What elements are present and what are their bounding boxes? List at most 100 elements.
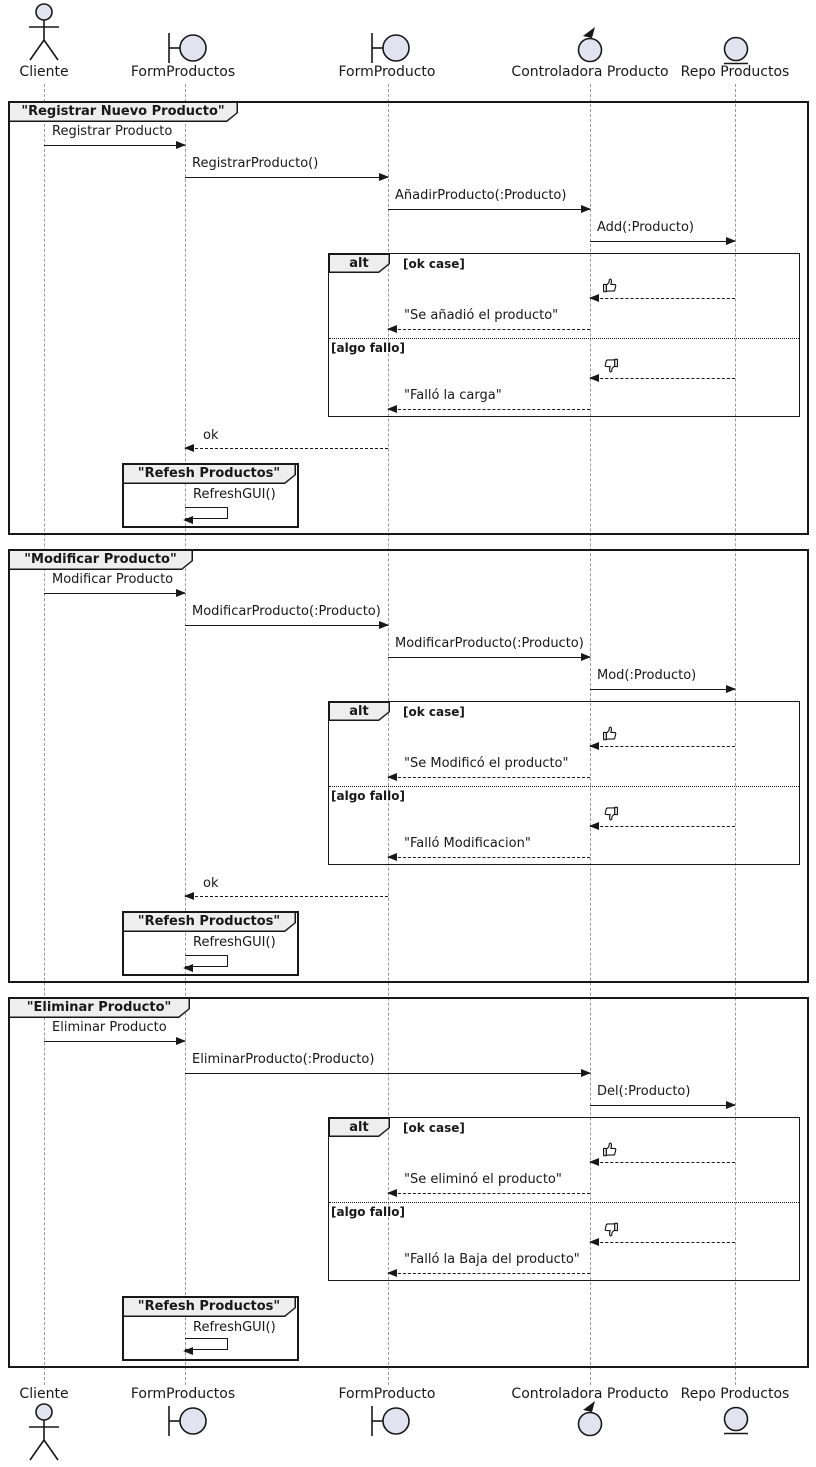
alt-divider xyxy=(329,786,799,787)
message-arrow xyxy=(44,589,186,597)
boundary-icon xyxy=(166,1404,208,1438)
group-frame-modificar-title: "Modificar Producto" xyxy=(10,551,192,569)
return-arrow xyxy=(387,405,590,413)
thumbs-down-icon xyxy=(602,1221,619,1238)
participant-label-cliente: Cliente xyxy=(19,64,69,80)
message-label: Add(:Producto) xyxy=(597,220,695,235)
message-label: Del(:Producto) xyxy=(597,1084,691,1099)
alt-guard-fail: [algo fallo] xyxy=(331,1205,405,1219)
group-frame-registrar-tab: "Registrar Nuevo Producto" xyxy=(8,101,238,122)
self-message-arrow xyxy=(183,955,228,972)
return-arrow xyxy=(589,1238,735,1246)
group-frame-registrar-title: "Registrar Nuevo Producto" xyxy=(10,103,237,121)
group-frame-eliminar-title: "Eliminar Producto" xyxy=(10,999,189,1017)
self-message-arrow xyxy=(183,1338,228,1355)
participant-label-formproducto: FormProducto xyxy=(338,1386,436,1402)
participant-label-formproductos: FormProductos xyxy=(130,64,236,80)
alt-guard-fail: [algo fallo] xyxy=(331,341,405,355)
group-frame-refresh-title: "Refesh Productos" xyxy=(124,1298,295,1316)
message-label: EliminarProducto(:Producto) xyxy=(192,1052,375,1067)
return-arrow xyxy=(184,444,388,452)
return-label: "Falló la Baja del producto" xyxy=(404,1252,580,1267)
alt-divider xyxy=(329,1202,799,1203)
self-message-label: RefreshGUI() xyxy=(193,935,276,950)
group-frame-eliminar-tab: "Eliminar Producto" xyxy=(8,997,190,1018)
return-arrow xyxy=(589,374,735,382)
return-arrow xyxy=(387,1269,590,1277)
alt-divider xyxy=(329,338,799,339)
control-icon xyxy=(574,1400,606,1438)
return-label: "Se Modificó el producto" xyxy=(404,756,569,771)
lifeline-controladora xyxy=(590,84,591,1385)
actor-icon xyxy=(22,2,66,64)
alt-guard-fail: [algo fallo] xyxy=(331,789,405,803)
return-arrow xyxy=(589,822,735,830)
alt-operator: alt xyxy=(330,703,389,720)
return-arrow xyxy=(387,1189,590,1197)
group-frame-refresh-tab: "Refesh Productos" xyxy=(122,911,296,932)
return-arrow xyxy=(589,1158,735,1166)
return-label: ok xyxy=(203,428,219,443)
message-arrow xyxy=(44,141,186,149)
participant-label-controladora: Controladora Producto xyxy=(511,1386,669,1402)
message-arrow xyxy=(44,1037,186,1045)
group-frame-refresh-tab: "Refesh Productos" xyxy=(122,1296,296,1317)
message-arrow xyxy=(388,205,591,213)
message-label: RegistrarProducto() xyxy=(192,156,319,171)
message-arrow xyxy=(185,1069,591,1077)
self-message-label: RefreshGUI() xyxy=(193,1320,276,1335)
entity-icon xyxy=(721,36,751,66)
message-arrow xyxy=(185,173,389,181)
boundary-icon xyxy=(369,1404,411,1438)
message-label: ModificarProducto(:Producto) xyxy=(395,636,584,651)
lifeline-formproductos xyxy=(185,84,186,1385)
alt-guard-ok: [ok case] xyxy=(403,1121,465,1135)
return-arrow xyxy=(387,325,590,333)
control-icon xyxy=(574,26,606,64)
actor-icon xyxy=(22,1402,66,1464)
group-frame-eliminar xyxy=(8,997,809,1368)
return-arrow xyxy=(589,742,735,750)
self-message-label: RefreshGUI() xyxy=(193,487,276,502)
group-frame-refresh-title: "Refesh Productos" xyxy=(124,465,295,483)
return-label: "Falló la carga" xyxy=(404,388,502,403)
message-label: Mod(:Producto) xyxy=(597,668,697,683)
thumbs-up-icon xyxy=(602,725,619,742)
participant-label-controladora: Controladora Producto xyxy=(511,64,669,80)
message-label: Registrar Producto xyxy=(52,124,173,139)
thumbs-down-icon xyxy=(602,805,619,822)
participant-label-cliente: Cliente xyxy=(19,1386,69,1402)
thumbs-up-icon xyxy=(602,1141,619,1158)
alt-operator-tab: alt xyxy=(328,1117,390,1137)
participant-label-repo: Repo Productos xyxy=(680,64,790,80)
return-label: "Se eliminó el producto" xyxy=(404,1172,562,1187)
alt-fragment xyxy=(328,1117,800,1281)
return-arrow xyxy=(589,294,735,302)
boundary-icon xyxy=(166,31,208,65)
message-arrow xyxy=(590,685,736,693)
message-label: AñadirProducto(:Producto) xyxy=(395,188,567,203)
thumbs-up-icon xyxy=(602,277,619,294)
message-arrow xyxy=(388,653,591,661)
alt-operator-tab: alt xyxy=(328,701,390,721)
self-message-arrow xyxy=(183,507,228,524)
alt-fragment xyxy=(328,701,800,865)
group-frame-modificar-tab: "Modificar Producto" xyxy=(8,549,193,570)
return-label: "Se añadió el producto" xyxy=(404,308,559,323)
alt-operator: alt xyxy=(330,255,389,272)
return-arrow xyxy=(387,773,590,781)
return-arrow xyxy=(387,853,590,861)
group-frame-registrar xyxy=(8,101,809,535)
message-arrow xyxy=(590,1101,736,1109)
thumbs-down-icon xyxy=(602,357,619,374)
message-label: ModificarProducto(:Producto) xyxy=(192,604,381,619)
alt-guard-ok: [ok case] xyxy=(403,705,465,719)
lifeline-formproducto xyxy=(388,84,389,1385)
boundary-icon xyxy=(369,31,411,65)
message-arrow xyxy=(590,237,736,245)
message-label: Eliminar Producto xyxy=(52,1020,167,1035)
participant-label-formproductos: FormProductos xyxy=(130,1386,236,1402)
message-label: Modificar Producto xyxy=(52,572,174,587)
lifeline-cliente xyxy=(44,84,45,1385)
